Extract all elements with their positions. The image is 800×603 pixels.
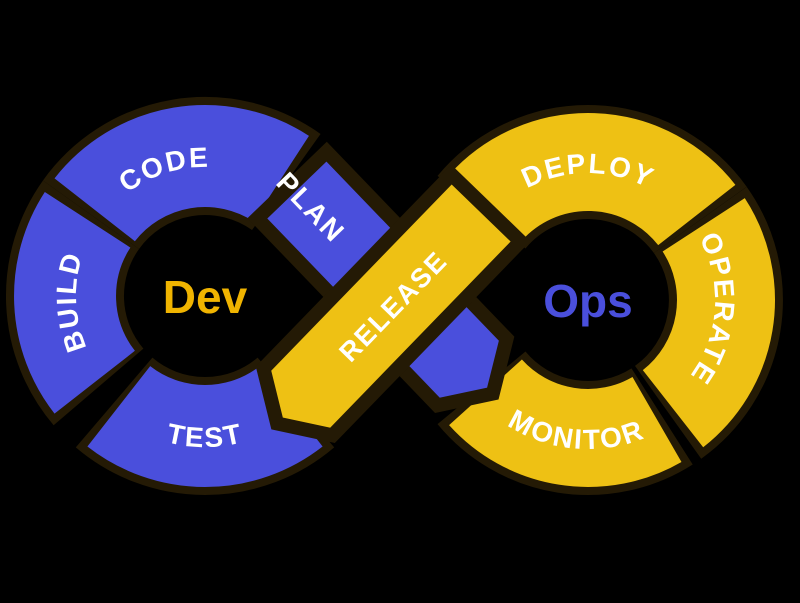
ops-center-label: Ops [543,275,632,327]
build-segment [14,192,136,414]
dev-center-label: Dev [163,271,248,323]
deploy-segment [449,113,736,247]
test-label: TEST [164,418,245,454]
monitor-segment [449,358,682,487]
test-label-text: TEST [164,418,243,454]
operate-segment [641,198,775,448]
release-segment-band [255,164,531,444]
code-segment [54,105,309,243]
